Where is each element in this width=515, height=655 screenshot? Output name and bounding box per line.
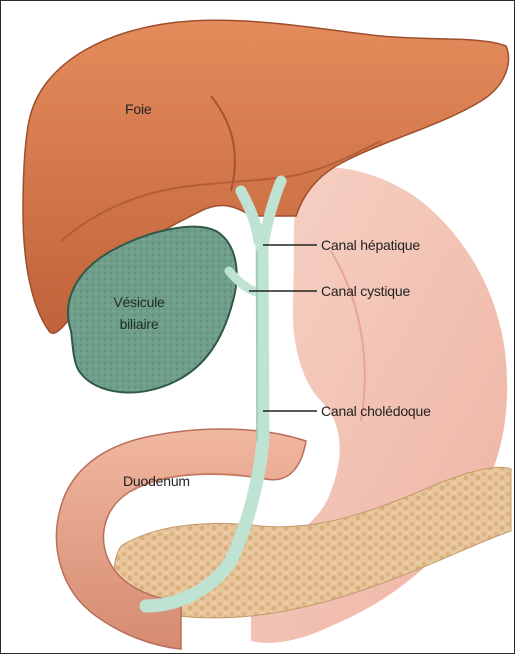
label-vesicule-line2: biliaire [89,316,189,332]
label-canal-hepatique: Canal hépatique [321,237,420,253]
label-vesicule-line1: Vésicule [89,294,189,310]
label-canal-choledoque: Canal cholédoque [321,403,431,419]
label-duodenum: Duodenum [123,473,190,489]
label-canal-cystique: Canal cystique [321,283,410,299]
label-foie: Foie [125,101,151,117]
label-vesicule: Vésicule biliaire [89,294,189,332]
pancreas-shape [114,467,511,618]
